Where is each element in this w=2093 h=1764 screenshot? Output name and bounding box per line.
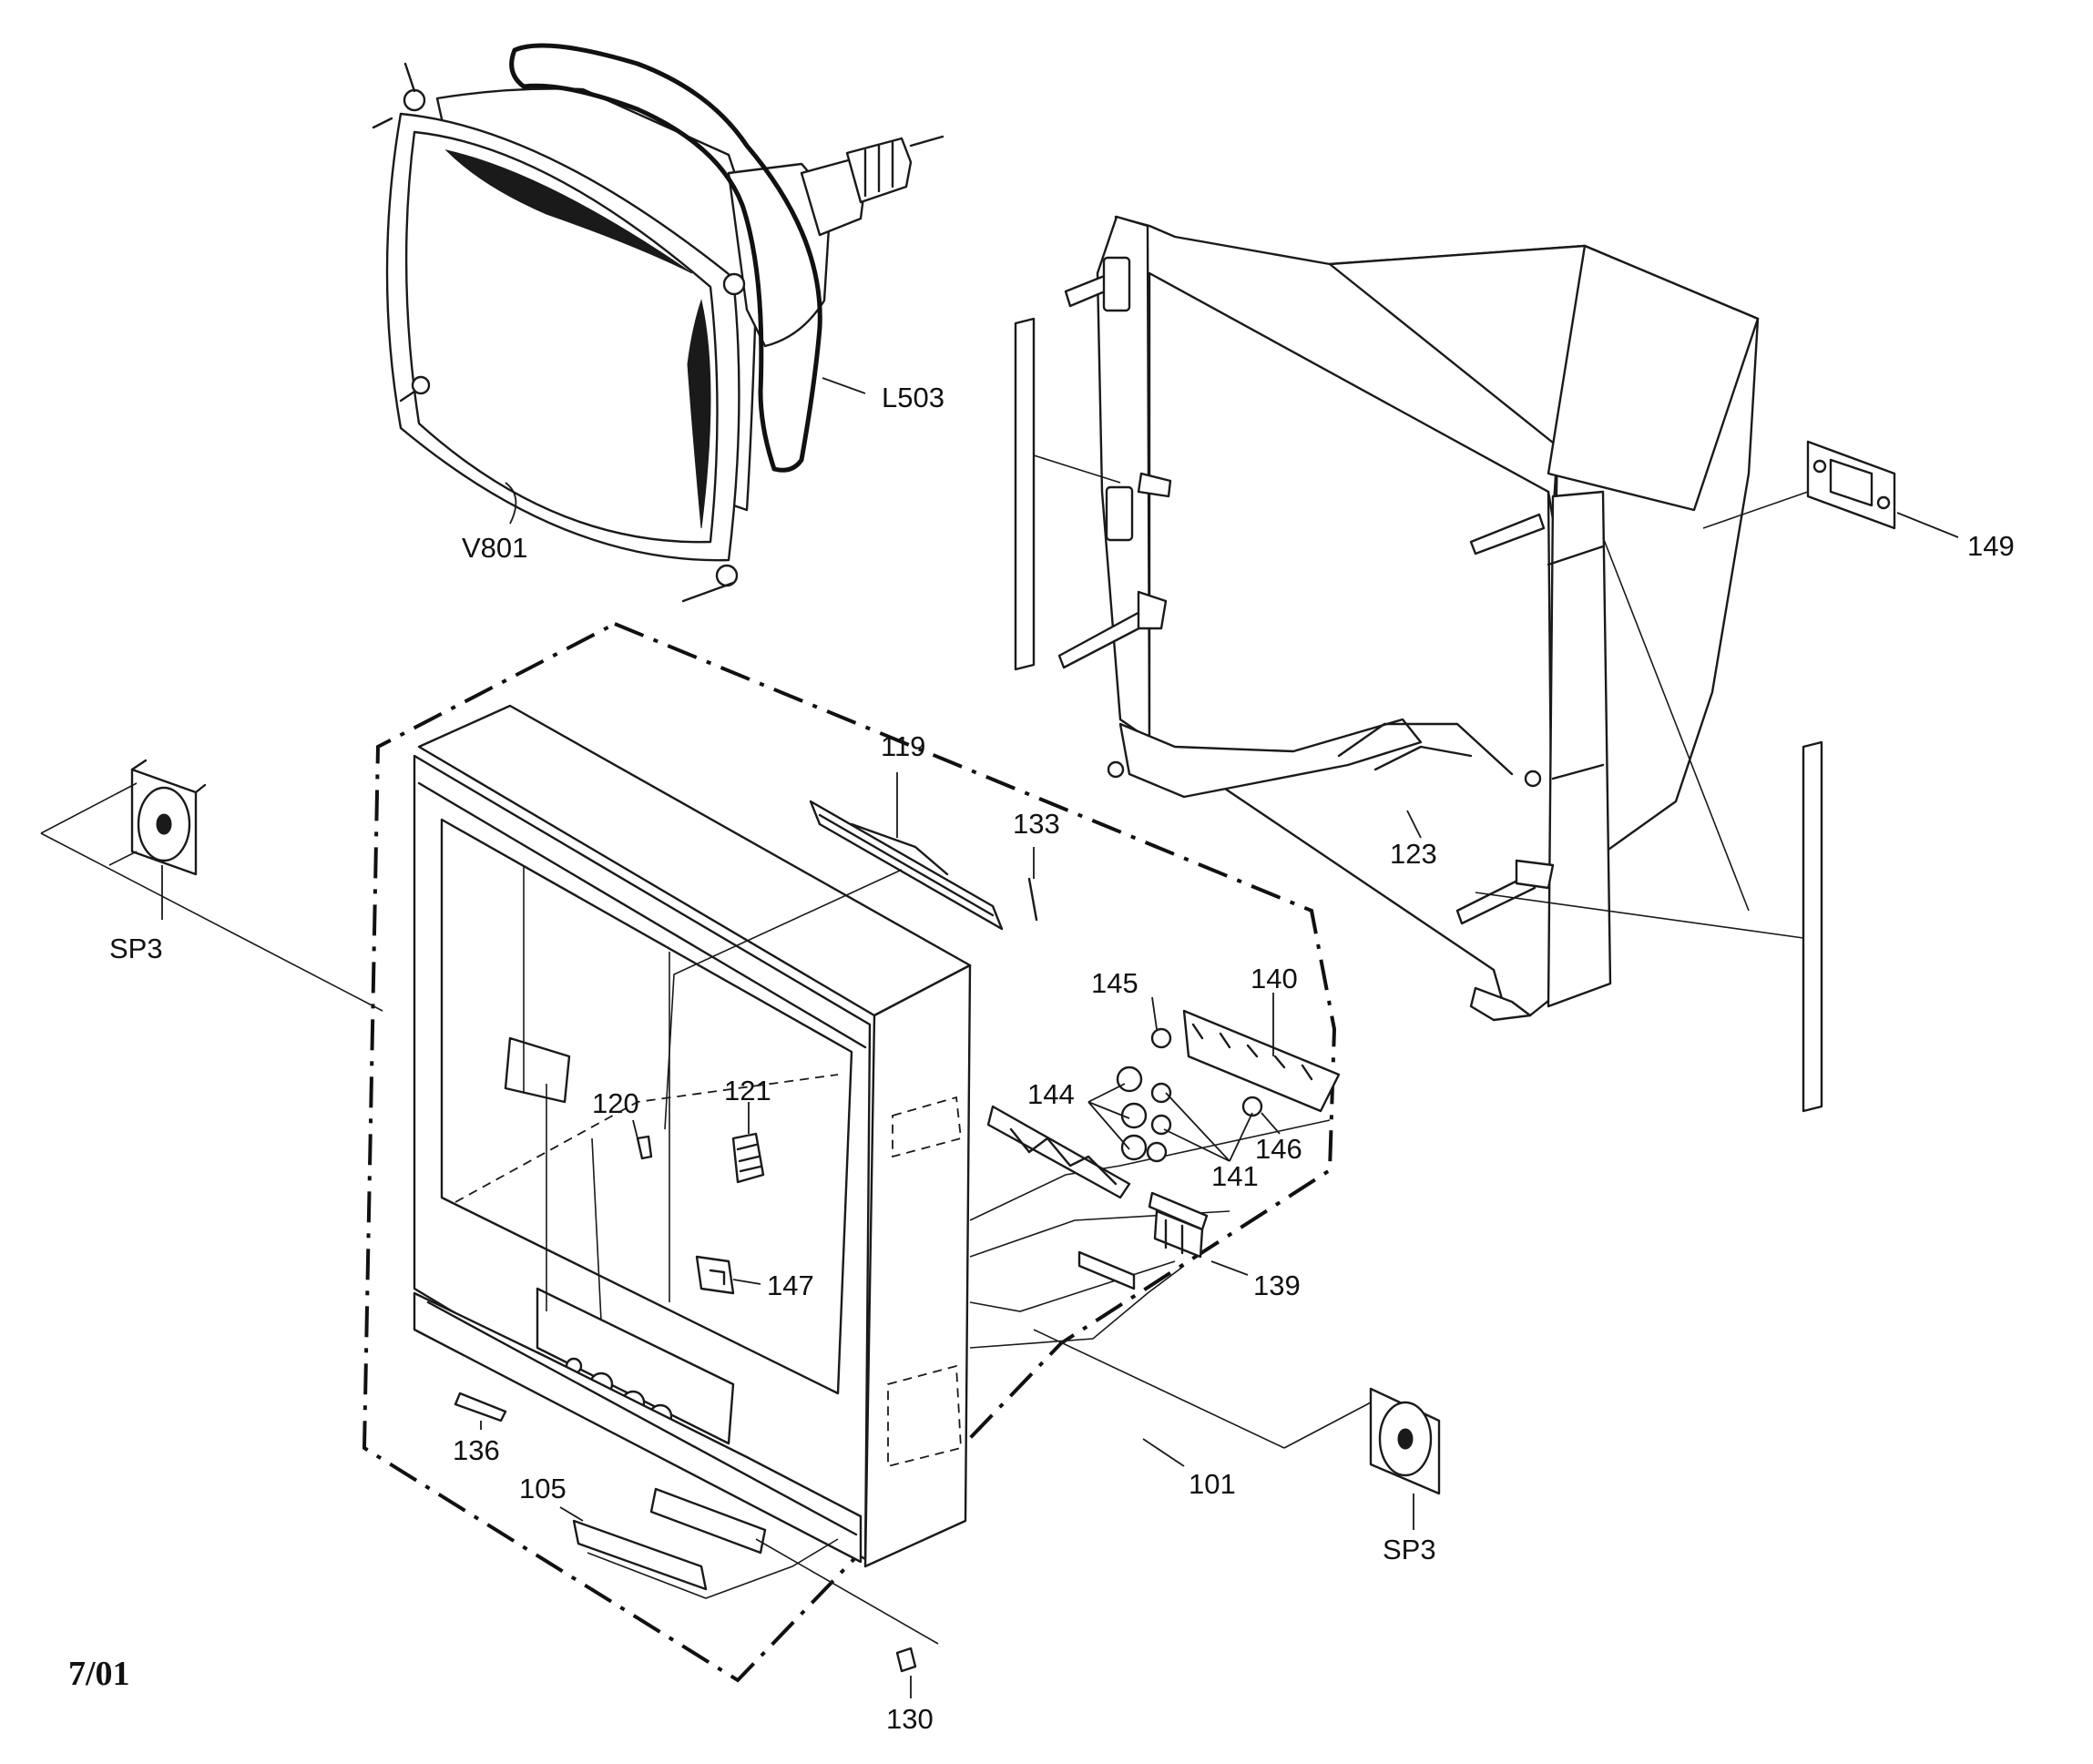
label-149: 149 (1967, 530, 2015, 562)
date-code: 7/01 (68, 1655, 130, 1693)
label-119: 119 (881, 730, 925, 762)
label-139: 139 (1253, 1269, 1301, 1301)
label-v801: V801 (462, 532, 527, 564)
speaker-sp3-left (130, 759, 207, 876)
label-136: 136 (453, 1434, 500, 1466)
label-146: 146 (1255, 1133, 1302, 1165)
front-cabinet (413, 704, 1331, 1599)
label-147: 147 (767, 1269, 814, 1301)
label-121: 121 (724, 1075, 771, 1106)
label-141: 141 (1211, 1160, 1259, 1192)
label-l503: L503 (882, 382, 944, 413)
label-105: 105 (519, 1473, 567, 1504)
label-120: 120 (592, 1087, 639, 1119)
label-sp3-right: SP3 (1383, 1534, 1436, 1565)
picture-tube-v801 (372, 62, 944, 603)
label-101: 101 (1189, 1468, 1236, 1500)
label-140: 140 (1251, 963, 1298, 994)
label-144: 144 (1027, 1078, 1075, 1110)
speaker-sp3-right (1369, 1387, 1441, 1495)
rear-cabinet (1014, 215, 1896, 1113)
part-139 (1077, 1191, 1209, 1290)
label-sp3-left: SP3 (109, 933, 163, 964)
degauss-coil-l503 (509, 43, 822, 473)
label-123: 123 (1390, 838, 1437, 870)
av-jack-assembly (986, 1009, 1341, 1199)
part-119 (664, 800, 1004, 1130)
label-130: 130 (886, 1703, 934, 1735)
label-133: 133 (1013, 808, 1060, 840)
label-145: 145 (1091, 967, 1138, 999)
